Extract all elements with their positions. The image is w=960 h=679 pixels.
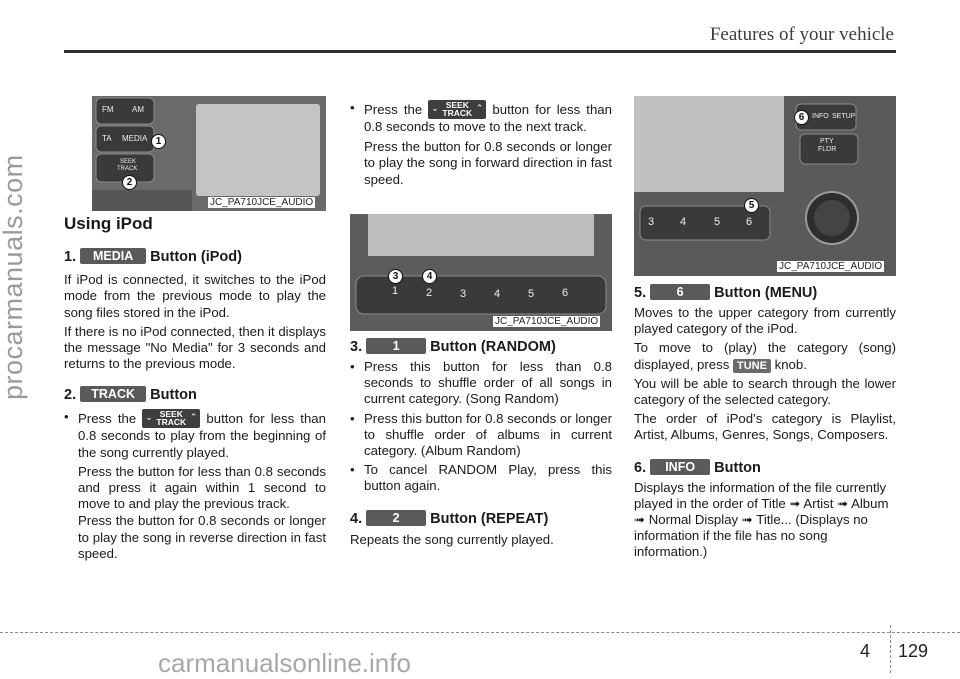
side-watermark: procarmanuals.com bbox=[0, 154, 28, 400]
callout-2: 2 bbox=[122, 175, 137, 190]
heading-menu: 5. 6 Button (MENU) bbox=[634, 283, 896, 303]
key-2-badge: 2 bbox=[366, 509, 427, 526]
info-label: INFO bbox=[812, 113, 829, 120]
heading-text: Button (MENU) bbox=[714, 285, 818, 301]
preset-key-6: 6 bbox=[562, 287, 569, 299]
track-button-badge: TRACK bbox=[80, 386, 147, 403]
media-button-badge: MEDIA bbox=[80, 248, 147, 265]
heading-track: 2. TRACK Button bbox=[64, 385, 326, 405]
paragraph-post: knob. bbox=[774, 356, 807, 372]
heading-number: 4. bbox=[350, 510, 363, 527]
callout-1: 1 bbox=[151, 134, 166, 149]
figure-info-panel: INFO SETUP PTY FLDR 3 4 5 6 6 5 bbox=[634, 96, 896, 276]
preset-key-4: 4 bbox=[494, 288, 501, 300]
info-panel-illustration bbox=[634, 96, 896, 276]
key-1-badge: 1 bbox=[366, 338, 427, 354]
bullet-text-post: button for less than 0.8 seconds to move… bbox=[364, 102, 612, 134]
figure-media-panel: FM AM TA MEDIA SEEK TRACK 1 2 bbox=[92, 96, 326, 211]
preset-key-5: 5 bbox=[528, 288, 535, 300]
chapter-number: 4 bbox=[860, 641, 871, 661]
preset-key-6: 6 bbox=[746, 216, 753, 228]
heading-number: 5. bbox=[634, 285, 647, 301]
heading-number: 3. bbox=[350, 339, 363, 355]
bullet-item: Press this button for less than 0.8 seco… bbox=[350, 359, 612, 408]
preset-keys-illustration bbox=[350, 214, 612, 331]
preset-key-3: 3 bbox=[460, 288, 467, 300]
bullet-item: To cancel RANDOM Play, press this button… bbox=[350, 462, 612, 494]
paragraph: To move to (play) the category (song) di… bbox=[634, 340, 896, 373]
am-label: AM bbox=[132, 105, 144, 114]
heading-text: Button (RANDOM) bbox=[430, 339, 556, 355]
callout-6: 6 bbox=[794, 110, 809, 125]
heading-random: 3. 1 Button (RANDOM) bbox=[350, 337, 612, 357]
column-left: Using iPod 1. MEDIA Button (iPod) If iPo… bbox=[64, 214, 326, 562]
paragraph: Press the button for less than 0.8 secon… bbox=[78, 463, 326, 512]
preset-key-1: 1 bbox=[392, 285, 399, 297]
paragraph: If there is no iPod connected, then it d… bbox=[64, 323, 326, 372]
preset-key-4: 4 bbox=[680, 216, 687, 228]
footer-separator bbox=[890, 625, 891, 673]
paragraph: If iPod is connected, it switches to the… bbox=[64, 272, 326, 320]
paragraph: Displays the information of the file cur… bbox=[634, 479, 889, 560]
paragraph: Press the button for 0.8 seconds or long… bbox=[364, 139, 612, 187]
heading-text: Button bbox=[714, 459, 761, 476]
bullet-text-pre: Press the bbox=[78, 411, 137, 427]
figure-caption: JC_PA710JCE_AUDIO bbox=[208, 197, 316, 208]
preset-key-5: 5 bbox=[714, 216, 721, 228]
heading-media: 1. MEDIA Button (iPod) bbox=[64, 247, 326, 267]
heading-text: Button (REPEAT) bbox=[430, 510, 549, 527]
callout-5: 5 bbox=[744, 198, 759, 213]
section-title: Using iPod bbox=[64, 214, 153, 233]
heading-text: Button bbox=[150, 387, 197, 404]
callout-3: 3 bbox=[388, 269, 403, 284]
column-right: 5. 6 Button (MENU) Moves to the upper ca… bbox=[634, 283, 896, 561]
footer-watermark: carmanualsonline.info bbox=[158, 648, 411, 678]
heading-info: 6. INFO Button bbox=[634, 458, 896, 478]
figure-caption: JC_PA710JCE_AUDIO bbox=[777, 261, 885, 272]
heading-number: 1. bbox=[64, 249, 77, 266]
paragraph: You will be able to search through the l… bbox=[634, 375, 896, 408]
callout-4: 4 bbox=[422, 269, 437, 284]
figure-caption: JC_PA710JCE_AUDIO bbox=[493, 316, 601, 327]
bullet-text-pre: Press the bbox=[364, 102, 423, 117]
seek-label: SEEK bbox=[120, 159, 137, 165]
footer-rule bbox=[0, 632, 960, 633]
media-panel-illustration bbox=[92, 96, 326, 211]
figure-preset-keys: 1 2 3 4 5 6 3 4 bbox=[350, 214, 612, 331]
running-header: Features of your vehicle bbox=[709, 24, 894, 45]
pty-label: PTY bbox=[820, 138, 834, 145]
setup-label: SETUP bbox=[832, 113, 856, 120]
paragraph: Moves to the upper category from current… bbox=[634, 305, 896, 337]
info-button-badge: INFO bbox=[650, 458, 711, 475]
paragraph: Repeats the song currently played. bbox=[350, 531, 554, 547]
page-number: 129 bbox=[898, 641, 929, 661]
media-label: MEDIA bbox=[122, 134, 148, 143]
header-rule bbox=[64, 50, 896, 53]
paragraph-pre: To move to (play) the category (song) di… bbox=[634, 340, 896, 372]
fm-label: FM bbox=[102, 105, 114, 114]
key-6-badge: 6 bbox=[650, 284, 711, 300]
paragraph: Press the button for 0.8 seconds or long… bbox=[78, 513, 326, 561]
heading-text: Button (iPod) bbox=[150, 249, 242, 266]
paragraph: The order of iPod’s category is Playlist… bbox=[634, 411, 896, 443]
preset-key-2: 2 bbox=[426, 287, 433, 299]
fldr-label: FLDR bbox=[818, 146, 837, 153]
preset-key-3: 3 bbox=[648, 216, 655, 228]
tune-knob-badge: TUNE bbox=[732, 358, 771, 373]
track-label: TRACK bbox=[117, 166, 138, 172]
heading-repeat: 4. 2 Button (REPEAT) bbox=[350, 509, 612, 529]
bullet-item: Press this button for 0.8 seconds or lon… bbox=[350, 411, 612, 460]
bullet-text-post: button for less than 0.8 seconds to play… bbox=[78, 411, 326, 460]
heading-number: 2. bbox=[64, 387, 77, 404]
column-middle-lower: 3. 1 Button (RANDOM) Press this button f… bbox=[350, 337, 612, 548]
ta-label: TA bbox=[102, 134, 112, 143]
heading-number: 6. bbox=[634, 459, 647, 476]
